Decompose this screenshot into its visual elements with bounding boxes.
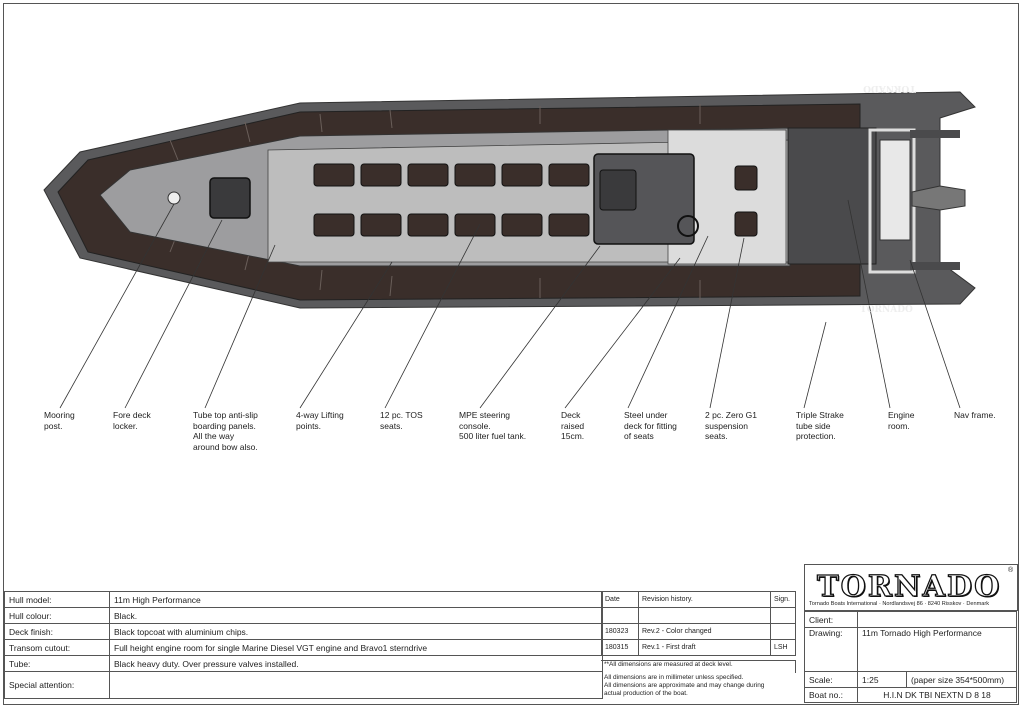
hull-brand-bottom: TORNADO bbox=[860, 305, 913, 315]
spec-row: Hull colour:Black. bbox=[4, 607, 603, 624]
callout-steel-under-deck: Steel under deck for fitting of seats bbox=[624, 410, 677, 441]
spec-label: Hull model: bbox=[4, 591, 110, 608]
paper-size: (paper size 354*500mm) bbox=[906, 671, 1017, 688]
rev-header-date: Date bbox=[601, 591, 639, 608]
spec-label: Special attention: bbox=[4, 671, 110, 699]
callout-deck-raised: Deck raised 15cm. bbox=[561, 410, 585, 441]
rev-date: 180315 bbox=[601, 639, 639, 656]
rev-history: Rev.1 - First draft bbox=[638, 639, 771, 656]
meta-table: Client: Drawing:11m Tornado High Perform… bbox=[804, 611, 1017, 703]
brand-logo: TORNADO bbox=[816, 568, 1002, 603]
scale-label: Scale: bbox=[804, 671, 858, 688]
spec-row: Special attention: bbox=[4, 671, 603, 699]
rev-sign: LSH bbox=[770, 639, 796, 656]
spec-label: Tube: bbox=[4, 655, 110, 672]
engine-room bbox=[787, 127, 877, 265]
suspension-seats bbox=[734, 165, 758, 237]
rev-header-sign: Sign. bbox=[770, 591, 796, 608]
drawing-value: 11m Tornado High Performance bbox=[857, 627, 1017, 672]
rev-header-history: Revision history. bbox=[638, 591, 771, 608]
registered-mark: ® bbox=[1008, 567, 1014, 574]
scale-value: 1:25 bbox=[857, 671, 907, 688]
logo-block: TORNADO ® Tornado Boats International · … bbox=[804, 564, 1018, 611]
spec-value: Full height engine room for single Marin… bbox=[109, 639, 603, 656]
rev-sign bbox=[770, 623, 796, 640]
drawing-frame bbox=[3, 3, 1019, 705]
callout-strake-tube: Triple Strake tube side protection. bbox=[796, 410, 844, 441]
client-label: Client: bbox=[804, 611, 858, 628]
rev-history: Rev.2 - Color changed bbox=[638, 623, 771, 640]
callout-nav-frame: Nav frame. bbox=[954, 410, 996, 420]
spec-value: Black. bbox=[109, 607, 603, 624]
drawing-label: Drawing: bbox=[804, 627, 858, 672]
spec-value: 11m High Performance bbox=[109, 591, 603, 608]
spec-label: Hull colour: bbox=[4, 607, 110, 624]
boat-label: Boat no.: bbox=[804, 687, 858, 703]
client-value bbox=[857, 611, 1017, 628]
spec-value bbox=[109, 671, 603, 699]
rev-row bbox=[601, 607, 796, 624]
rev-history bbox=[638, 607, 771, 624]
callout-tos-seats: 12 pc. TOS seats. bbox=[380, 410, 423, 431]
spec-label: Transom cutout: bbox=[4, 639, 110, 656]
boat-plan-drawing: TORNADO TORNADO bbox=[43, 83, 976, 409]
callout-fore-deck-locker: Fore deck locker. bbox=[113, 410, 151, 431]
callout-engine-room: Engine room. bbox=[888, 410, 915, 431]
fore-deck-locker bbox=[209, 177, 251, 219]
steering-wheel bbox=[677, 215, 699, 237]
mooring-post bbox=[167, 191, 181, 205]
note-units: All dimensions are in millimeter unless … bbox=[604, 674, 765, 697]
note-measure: **All dimensions are measured at deck le… bbox=[601, 660, 796, 673]
tos-seats bbox=[313, 163, 590, 237]
rev-sign bbox=[770, 607, 796, 624]
callout-suspension-seats: 2 pc. Zero G1 suspension seats. bbox=[705, 410, 757, 441]
spec-row: Deck finish:Black topcoat with aluminium… bbox=[4, 623, 603, 640]
callout-steering-console: MPE steering console. 500 liter fuel tan… bbox=[459, 410, 527, 441]
boat-value: H.I.N DK TBI NEXTN D 8 18 bbox=[857, 687, 1017, 703]
callout-lifting-points: 4-way Lifting points. bbox=[296, 410, 344, 431]
rev-date bbox=[601, 607, 639, 624]
brand-address: Tornado Boats International · Nordlandsv… bbox=[809, 601, 990, 607]
hull-brand-top: TORNADO bbox=[863, 83, 916, 93]
spec-label: Deck finish: bbox=[4, 623, 110, 640]
spec-row: Hull model:11m High Performance bbox=[4, 591, 603, 608]
spec-value: Black topcoat with aluminium chips. bbox=[109, 623, 603, 640]
spec-row: Tube:Black heavy duty. Over pressure val… bbox=[4, 655, 603, 672]
rev-date: 180323 bbox=[601, 623, 639, 640]
spec-table: Hull model:11m High Performance Hull col… bbox=[4, 591, 603, 699]
spec-value: Black heavy duty. Over pressure valves i… bbox=[109, 655, 603, 672]
callout-mooring-post: Mooring post. bbox=[44, 410, 75, 431]
spec-row: Transom cutout:Full height engine room f… bbox=[4, 639, 603, 656]
callout-tube-top-panels: Tube top anti-slip boarding panels. All … bbox=[193, 410, 258, 452]
